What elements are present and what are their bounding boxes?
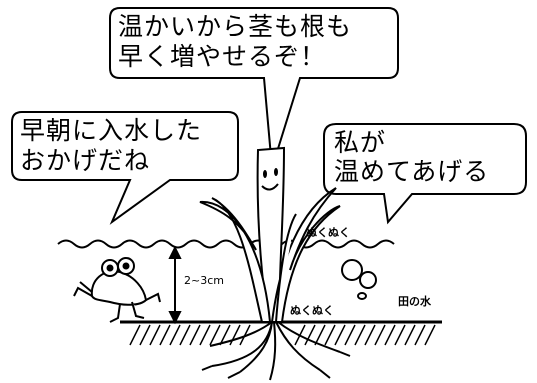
field-water-label: 田の水: [398, 295, 431, 308]
roots: [201, 321, 351, 381]
water-bubbles: [341, 259, 377, 300]
left-bubble-line-1: 早朝に入水した: [20, 116, 203, 145]
stem-face: [261, 168, 279, 191]
left-bubble-line-2: おかげだね: [20, 146, 151, 175]
soil-hatching: [129, 324, 436, 346]
right-bubble-line-1: 私が: [334, 128, 387, 157]
right-speech-bubble: [323, 123, 527, 225]
depth-label: 2~3cm: [184, 274, 224, 287]
nukunuku-label-upper: ぬくぬく: [306, 226, 350, 239]
top-speech-bubble: [109, 7, 399, 169]
top-bubble-line-1: 温かいから茎も根も: [118, 12, 353, 41]
left-speech-bubble: [11, 111, 239, 225]
frog-illustration: [73, 257, 161, 323]
depth-indicator: [168, 245, 182, 325]
rice-plant: [199, 146, 341, 323]
water-surface: [57, 239, 395, 249]
right-bubble-line-2: 温めてあげる: [334, 157, 490, 186]
nukunuku-label-lower: ぬくぬく: [290, 304, 334, 317]
top-bubble-line-2: 早く増やせるぞ！: [118, 42, 327, 71]
